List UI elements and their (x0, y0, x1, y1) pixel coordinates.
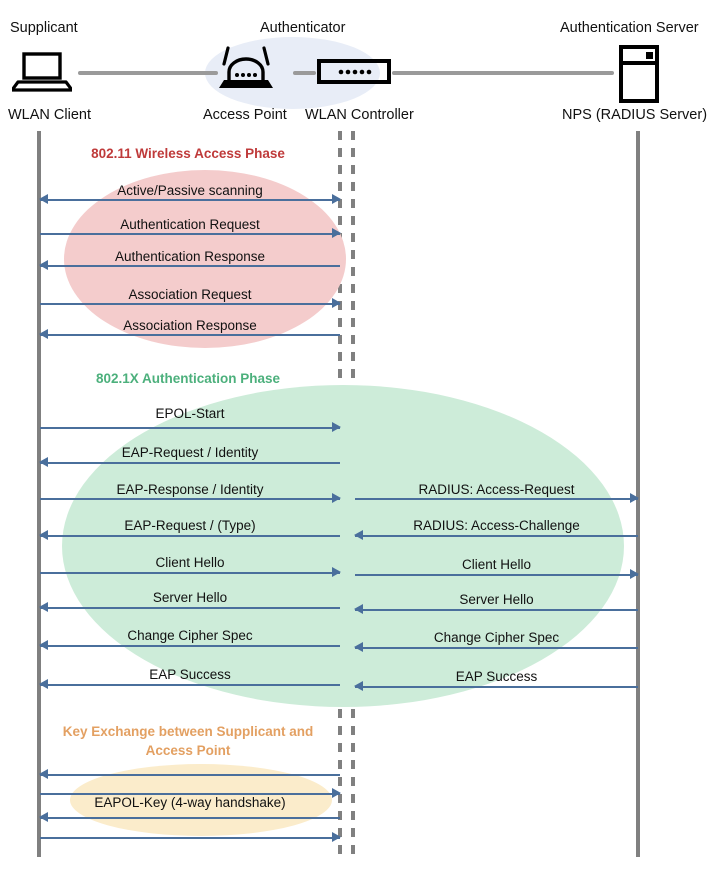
wire-controller-to-server (392, 71, 614, 75)
message-arrow-authentication-request (40, 228, 341, 239)
message-label-association-request: Association Request (128, 287, 252, 302)
message-label-change-cipher-spec-right: Change Cipher Spec (433, 630, 560, 645)
message-arrow-eap-request-identity (39, 457, 340, 468)
authenticator-group-highlight (205, 37, 380, 109)
message-label-change-cipher-spec-left: Change Cipher Spec (127, 628, 253, 643)
message-arrow-server-hello-right (354, 604, 638, 615)
phase-keyexchange-highlight (70, 764, 332, 836)
message-arrow-eapol-key-2 (40, 788, 341, 799)
message-arrow-authentication-response (39, 260, 340, 271)
message-arrow-eapol-key-4 (40, 832, 341, 843)
message-label-radius-access-request: RADIUS: Access-Request (418, 482, 575, 497)
message-arrow-change-cipher-spec-right (354, 642, 638, 653)
message-label-authentication-request: Authentication Request (120, 217, 260, 232)
message-label-eap-request-type: EAP-Request / (Type) (124, 518, 256, 533)
phase-8021x-highlight (62, 385, 624, 707)
message-label-radius-access-challenge: RADIUS: Access-Challenge (413, 518, 580, 533)
phase-label-8021x: 802.1X Authentication Phase (95, 371, 281, 386)
message-arrow-eap-success-left (39, 679, 340, 690)
message-label-client-hello-right: Client Hello (461, 557, 532, 572)
message-label-association-response: Association Response (123, 318, 257, 333)
message-arrow-eap-success-right (354, 681, 638, 692)
message-label-epol-start: EPOL-Start (155, 406, 225, 421)
message-arrow-server-hello-left (39, 602, 340, 613)
message-arrow-radius-access-challenge (354, 530, 638, 541)
wlan-controller-icon (317, 58, 391, 91)
message-label-eap-response-identity: EAP-Response / Identity (116, 482, 264, 497)
message-arrow-active-passive-scanning (39, 194, 341, 205)
message-label-eap-success-right: EAP Success (455, 669, 538, 684)
wire-client-to-ap (78, 71, 218, 75)
message-label-server-hello-right: Server Hello (459, 592, 534, 607)
message-arrow-association-request (40, 298, 341, 309)
actor-name-access-point: Access Point (203, 107, 287, 123)
message-label-client-hello-left: Client Hello (155, 555, 225, 570)
message-arrow-eapol-key-3 (39, 812, 340, 823)
message-label-server-hello-left: Server Hello (152, 590, 228, 605)
access-point-icon (215, 46, 277, 97)
lifeline-supplicant (37, 131, 41, 857)
actor-role-supplicant: Supplicant (10, 20, 78, 36)
actor-name-wlan-controller: WLAN Controller (305, 107, 414, 123)
message-arrow-eap-request-type (39, 530, 340, 541)
wire-ap-to-controller (293, 71, 316, 75)
message-label-eap-request-identity: EAP-Request / Identity (121, 445, 259, 460)
actor-name-wlan-client: WLAN Client (8, 107, 91, 123)
message-arrow-eap-response-identity (40, 493, 341, 504)
actor-role-auth-server: Authentication Server (560, 20, 699, 36)
laptop-icon (10, 52, 74, 97)
server-icon (618, 45, 660, 108)
message-arrow-epol-start (40, 422, 341, 433)
actor-name-nps-server: NPS (RADIUS Server) (562, 107, 708, 123)
phase-label-80211: 802.11 Wireless Access Phase (91, 146, 285, 161)
message-label-active-passive-scanning: Active/Passive scanning (117, 183, 263, 198)
message-arrow-client-hello-left (40, 567, 341, 578)
phase-label-key-exchange: Key Exchange between Supplicant and Acce… (62, 724, 314, 758)
message-arrow-client-hello-right (355, 569, 639, 580)
actor-role-authenticator: Authenticator (260, 20, 346, 36)
message-arrow-change-cipher-spec-left (39, 640, 340, 651)
message-label-eap-success-left: EAP Success (149, 667, 231, 682)
message-label-eapol-key-handshake: EAPOL-Key (4-way handshake) (94, 795, 286, 810)
message-arrow-eapol-key-1 (39, 769, 340, 780)
message-arrow-radius-access-request (355, 493, 639, 504)
message-label-authentication-response: Authentication Response (114, 249, 266, 264)
message-arrow-association-response (39, 329, 340, 340)
